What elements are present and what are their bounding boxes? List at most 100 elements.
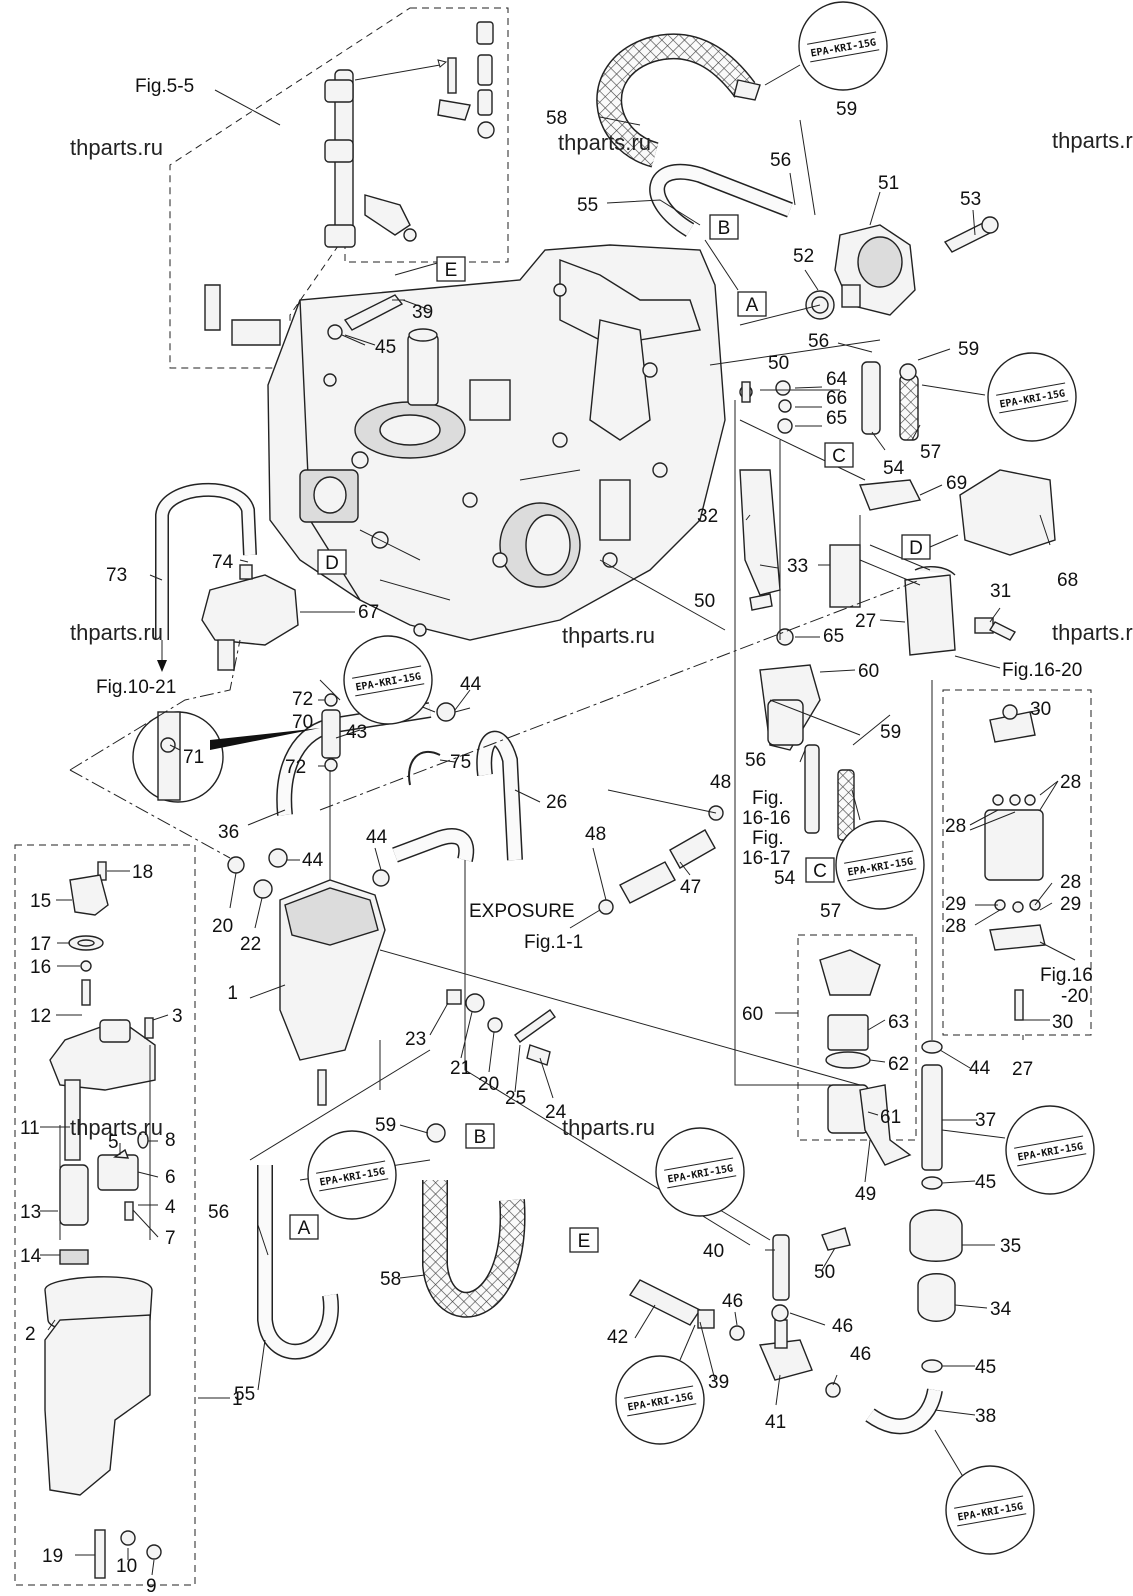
watermarks: thparts.ru thparts.ru thparts.ru thparts…: [70, 128, 1133, 1140]
bolt-50-bottom: [821, 1227, 851, 1251]
box-d-right: D: [909, 538, 923, 559]
callout-29a: 29: [945, 894, 966, 915]
callout-19: 19: [42, 1546, 63, 1567]
right-column-parts: [865, 1040, 963, 1435]
bolt-50-upper-shank: [741, 381, 751, 403]
callout-41: 41: [765, 1412, 786, 1433]
callout-68: 68: [1057, 570, 1078, 591]
epa-seal-3: EPA-KRI-15G: [343, 635, 433, 725]
callout-59a: 59: [836, 99, 857, 120]
callout-36: 36: [218, 822, 239, 843]
callout-21: 21: [450, 1058, 471, 1079]
callout-30b: 30: [1052, 1012, 1073, 1033]
box-b-bottom: B: [474, 1127, 487, 1148]
filter-block-exploded: [984, 704, 1046, 1021]
clamp-44-left: [268, 848, 288, 868]
hose-center-u: [392, 828, 475, 863]
callout-20a: 20: [212, 916, 233, 937]
box-a-bottom: A: [298, 1218, 311, 1239]
callout-74: 74: [212, 552, 234, 573]
watermark: thparts.ru: [1052, 620, 1133, 645]
watermark: thparts.ru: [562, 623, 655, 648]
fig-16-20-label-side: Fig.16: [1040, 965, 1093, 986]
box-c-mid: C: [813, 861, 827, 882]
bracket-32: [739, 469, 781, 596]
callout-59c: 59: [880, 722, 901, 743]
callout-34: 34: [990, 1299, 1012, 1320]
callout-18: 18: [132, 862, 153, 883]
epa-seal-9: EPA-KRI-15G: [945, 1465, 1035, 1555]
callout-33: 33: [787, 556, 808, 577]
callout-13: 13: [20, 1202, 41, 1223]
watermark: thparts.ru: [558, 130, 651, 155]
joint-47: [598, 805, 724, 915]
nut-64: [775, 380, 791, 396]
epa-seal-4: EPA-KRI-15G: [835, 820, 925, 910]
callout-29b: 29: [1060, 894, 1081, 915]
fig-5-5-label: Fig.5-5: [135, 76, 194, 97]
callout-25: 25: [505, 1088, 526, 1109]
callout-69: 69: [946, 473, 967, 494]
epa-seal-8: EPA-KRI-15G: [615, 1355, 705, 1445]
callout-62: 62: [888, 1054, 909, 1075]
callout-44a: 44: [460, 674, 482, 695]
callout-28a: 28: [1060, 772, 1081, 793]
callout-22: 22: [240, 934, 261, 955]
callout-55b: 55: [234, 1384, 255, 1405]
callout-56c: 56: [745, 750, 766, 771]
fig-5-5-group-outline: [169, 7, 509, 369]
callout-12: 12: [30, 1006, 51, 1027]
callout-42: 42: [607, 1327, 628, 1348]
cover-68: [959, 469, 1056, 556]
callout-47: 47: [680, 877, 701, 898]
bracket-49: [859, 1084, 912, 1166]
hose-26: [476, 730, 523, 861]
callout-50b: 50: [694, 591, 715, 612]
callout-1b: 1: [232, 1389, 243, 1410]
box-d-left: D: [325, 553, 339, 574]
callout-67: 67: [358, 602, 379, 623]
box-letters: B A E C D D C B A E: [289, 214, 959, 1253]
callout-23: 23: [405, 1029, 426, 1050]
clamp-44-mid: [372, 869, 390, 887]
callout-37: 37: [975, 1110, 996, 1131]
hose-39-top: [327, 257, 456, 346]
detail-71: [132, 711, 320, 803]
callout-46b: 46: [832, 1316, 853, 1337]
callout-61: 61: [880, 1107, 901, 1128]
callout-60a: 60: [858, 661, 879, 682]
callout-60b: 60: [742, 1004, 763, 1025]
callout-50a: 50: [768, 353, 789, 374]
fig-16-16-label: Fig.: [752, 788, 784, 809]
callout-9: 9: [146, 1576, 157, 1596]
callout-6: 6: [165, 1167, 176, 1188]
callout-32: 32: [697, 506, 718, 527]
connection-lines: [69, 119, 933, 1246]
callout-28d: 28: [945, 916, 966, 937]
epa-seal-6: EPA-KRI-15G: [655, 1127, 745, 1217]
callout-3: 3: [172, 1006, 183, 1027]
callout-5: 5: [108, 1132, 119, 1153]
callout-17: 17: [30, 934, 51, 955]
callout-63: 63: [888, 1012, 909, 1033]
callout-51: 51: [878, 173, 899, 194]
tee-fitting-41: [628, 1234, 841, 1398]
left-pump-assembly: [44, 861, 162, 1579]
clip-59-upper: [899, 363, 917, 381]
box-a-top: A: [746, 295, 759, 316]
hose-54: [861, 361, 881, 435]
callout-72b: 72: [285, 757, 306, 778]
callout-39b: 39: [708, 1372, 729, 1393]
clip-59-bottom: [426, 1123, 446, 1143]
filter-block-27: [904, 566, 1017, 656]
callout-15: 15: [30, 891, 51, 912]
callout-57a: 57: [920, 442, 941, 463]
epa-seal-5: EPA-KRI-15G: [1005, 1105, 1095, 1195]
callout-44c: 44: [366, 827, 388, 848]
callout-28c: 28: [1060, 872, 1081, 893]
plate-33: [829, 544, 861, 608]
watermark: thparts.ru: [562, 1115, 655, 1140]
callout-35: 35: [1000, 1236, 1021, 1257]
